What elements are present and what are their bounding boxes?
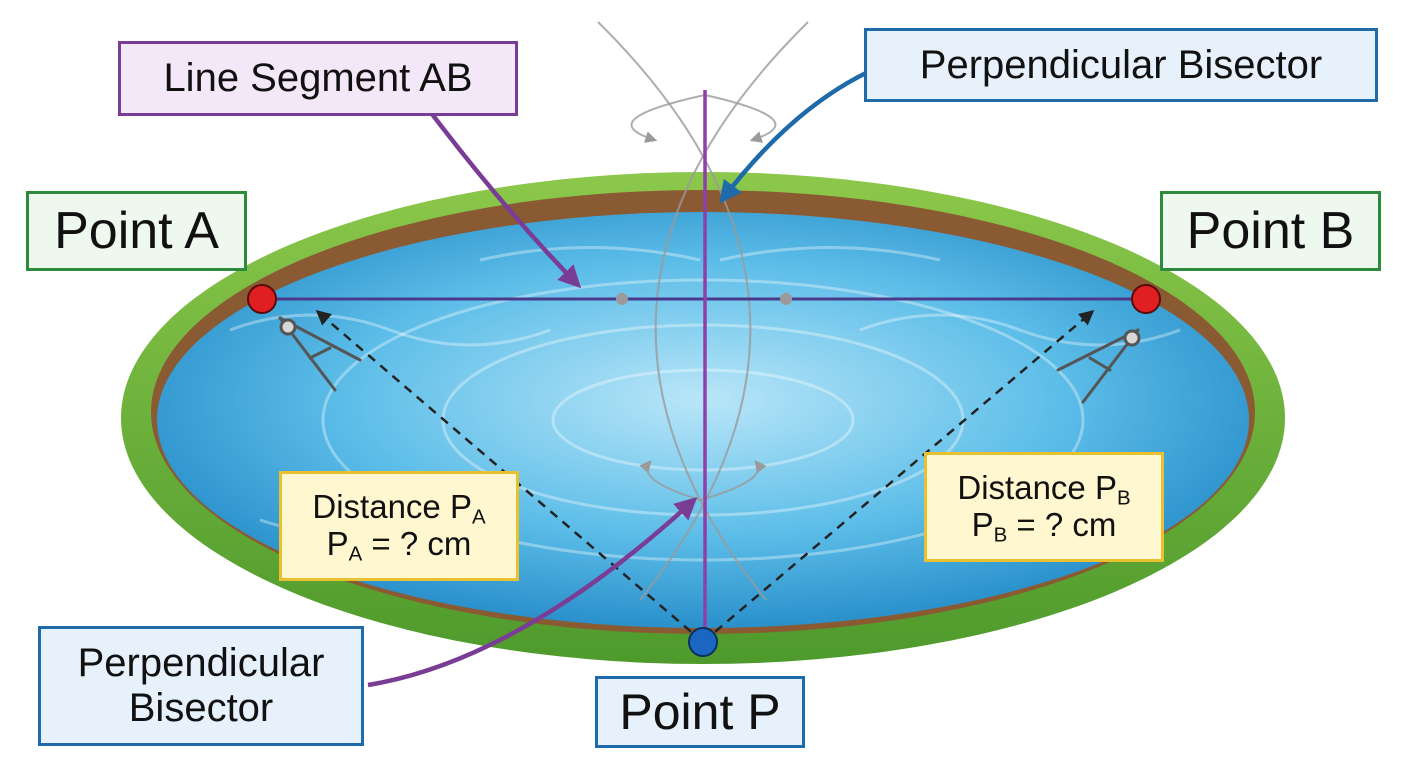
point-p-marker [688,627,718,657]
callout-arrow-perp-bottom [367,496,698,688]
arc-intersection-right [780,293,792,305]
point-a-marker [247,284,277,314]
distance-line-pa [315,310,704,643]
label-perpendicular-bisector-top: Perpendicular Bisector [864,28,1378,102]
distance-pb-title: Distance PB [957,469,1131,510]
distance-line-pb [702,310,1095,643]
distance-pa-title: Distance PA [312,488,486,529]
compass-icon [1056,328,1141,404]
callout-arrow-perp-top [719,69,869,204]
label-distance-pb: Distance PB PB = ? cm [924,452,1164,562]
compass-icon [278,316,362,392]
distance-pa-equation: PA = ? cm [326,525,472,566]
label-perpendicular-bisector-bottom: Perpendicular Bisector [38,626,364,746]
arc-intersection-left [616,293,628,305]
point-b-marker [1131,284,1161,314]
callout-arrow-segment [430,112,582,289]
label-distance-pa: Distance PA PA = ? cm [279,471,519,581]
label-point-a: Point A [26,191,247,271]
compass-arcs [597,21,809,601]
distance-pb-equation: PB = ? cm [971,506,1117,547]
label-point-p: Point P [595,676,805,748]
label-line-segment-ab: Line Segment AB [118,41,518,116]
label-point-b: Point B [1160,191,1381,271]
